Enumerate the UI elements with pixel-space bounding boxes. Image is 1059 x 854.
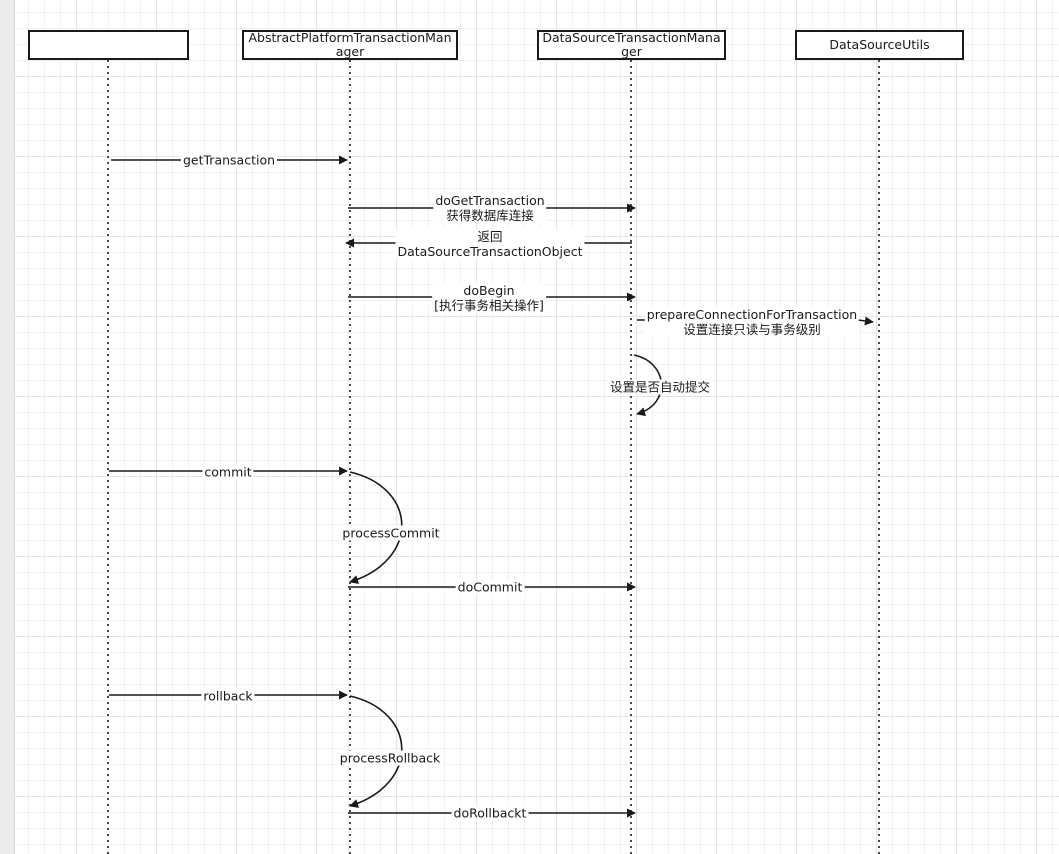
label-commit-text: commit — [204, 464, 252, 480]
participant-p3-label: DataSourceUtils — [829, 37, 930, 52]
label-doRollback-text: doRollbackt — [453, 805, 527, 821]
label-doGetTransaction-note: 获得数据库连接 — [446, 208, 534, 223]
label-doBegin-note: [执行事务相关操作] — [434, 298, 544, 313]
left-panel-edge — [0, 0, 15, 854]
label-doGetTransaction-text: doGetTransaction — [435, 193, 545, 208]
label-doRollback: doRollbackt — [451, 805, 529, 821]
label-processRollback-text: processRollback — [339, 750, 441, 766]
label-autoCommit: 设置是否自动提交 — [607, 379, 713, 395]
label-doBegin: doBegin [执行事务相关操作] — [432, 283, 546, 313]
participant-p0[interactable] — [28, 30, 189, 60]
label-commit: commit — [202, 464, 254, 480]
label-processRollback: processRollback — [337, 750, 443, 766]
label-autoCommit-text: 设置是否自动提交 — [609, 379, 711, 395]
participant-p2-label: DataSourceTransactionManager — [542, 30, 721, 59]
label-return: 返回 DataSourceTransactionObject — [395, 229, 585, 259]
label-prepareConnection-note: 设置连接只读与事务级别 — [683, 322, 821, 337]
label-processCommit-text: processCommit — [342, 525, 440, 541]
participant-p1[interactable]: AbstractPlatformTransactionManager — [242, 30, 458, 60]
label-processCommit: processCommit — [340, 525, 442, 541]
label-return-line1: 返回 — [477, 229, 503, 244]
participant-p1-label: AbstractPlatformTransactionManager — [248, 30, 452, 59]
arrow-processCommit-self — [349, 471, 403, 584]
label-prepareConnection: prepareConnectionForTransaction 设置连接只读与事… — [644, 307, 860, 337]
label-doBegin-text: doBegin — [463, 283, 515, 298]
participant-p2[interactable]: DataSourceTransactionManager — [537, 30, 726, 60]
label-rollback: rollback — [201, 688, 255, 704]
label-doGetTransaction: doGetTransaction 获得数据库连接 — [433, 193, 547, 223]
label-return-line2: DataSourceTransactionObject — [397, 244, 583, 259]
label-prepareConnection-text: prepareConnectionForTransaction — [646, 307, 858, 322]
label-doCommit: doCommit — [455, 579, 525, 595]
label-rollback-text: rollback — [203, 688, 253, 704]
participant-p3[interactable]: DataSourceUtils — [795, 30, 964, 60]
label-doCommit-text: doCommit — [457, 579, 523, 595]
arrow-processRollback-self — [349, 695, 403, 808]
label-getTransaction: getTransaction — [180, 152, 278, 168]
label-getTransaction-text: getTransaction — [182, 152, 276, 168]
